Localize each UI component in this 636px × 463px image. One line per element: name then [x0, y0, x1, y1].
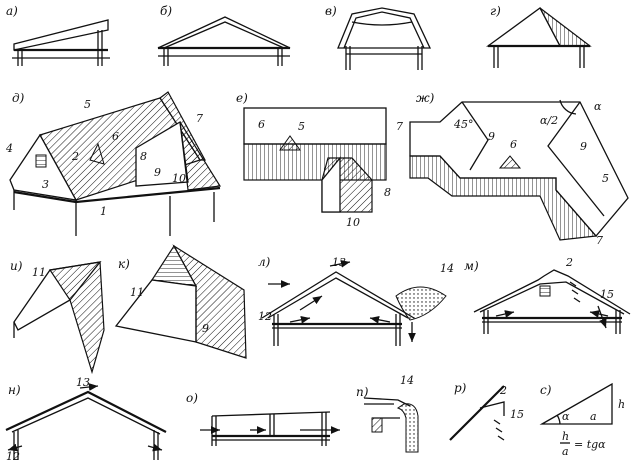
triangle-angle-label: α [562, 410, 570, 423]
callout-m-15: 15 [600, 288, 614, 301]
callout-e-6: 6 [258, 118, 265, 131]
panel-label-a: а) [6, 4, 18, 18]
panel-label-r: р) [454, 381, 467, 395]
callout-d-4: 4 [5, 142, 13, 155]
callout-k-9: 9 [202, 322, 209, 335]
panel-label-e: е) [236, 91, 248, 105]
panel-label-v: в) [325, 4, 337, 18]
panel-d-complex-roof: д) 1 2 3 4 5 6 7 8 9 10 [5, 91, 222, 236]
callout-l-12: 12 [258, 310, 272, 323]
callout-d-6: 6 [112, 130, 119, 143]
panel-r-vent-detail: р) 2 15 [449, 381, 524, 441]
panel-label-k: к) [118, 257, 130, 271]
callout-d-7: 7 [196, 112, 203, 125]
callout-r-2: 2 [499, 384, 507, 397]
panel-label-i: и) [10, 259, 23, 273]
callout-l-14: 14 [440, 262, 454, 275]
formula-denominator: a [562, 445, 569, 458]
callout-p-14: 14 [400, 374, 414, 387]
panel-label-n: н) [8, 383, 21, 397]
callout-i-11: 11 [32, 266, 46, 279]
callout-m-2: 2 [565, 256, 573, 269]
panel-v-mansard-roof: в) [325, 4, 432, 70]
callout-d-10: 10 [172, 172, 186, 185]
formula-numerator: h [562, 430, 569, 443]
callout-zh-alpha: α [594, 100, 602, 113]
callout-k-11: 11 [130, 286, 144, 299]
callout-zh-6: 6 [510, 138, 517, 151]
panel-label-l: л) [258, 255, 271, 269]
panel-e-roof-plan: е) 6 5 7 8 10 [236, 91, 403, 229]
callout-d-3: 3 [42, 178, 49, 191]
panel-m-dormer-vent: м) 2 15 [464, 256, 631, 334]
panel-label-p: п) [356, 385, 369, 399]
panel-label-m: м) [464, 259, 479, 273]
callout-zh-9a: 9 [488, 130, 495, 143]
panel-p-eaves-detail: п) 14 [356, 374, 419, 453]
callout-zh-7: 7 [596, 234, 603, 247]
callout-r-15: 15 [510, 408, 524, 421]
panel-label-o: о) [186, 391, 198, 405]
panel-a-lean-to-roof: а) [6, 4, 110, 66]
triangle-height-label: h [618, 398, 625, 411]
panel-k-half-hip: к) 11 9 [114, 244, 247, 359]
callout-l-13: 13 [332, 256, 346, 269]
callout-d-5: 5 [84, 98, 91, 111]
triangle-base-label: a [590, 410, 597, 423]
panel-label-s: с) [540, 383, 552, 397]
callout-e-10: 10 [346, 216, 360, 229]
callout-d-9: 9 [154, 166, 161, 179]
panel-s-slope-triangle: с) α a h h a = tgα [539, 382, 625, 458]
callout-n-12: 12 [6, 450, 20, 463]
panel-label-zh: ж) [416, 91, 435, 105]
callout-zh-9b: 9 [580, 140, 587, 153]
callout-d-8: 8 [140, 150, 147, 163]
callout-e-5: 5 [298, 120, 305, 133]
panel-label-d: д) [12, 91, 25, 105]
panel-o-flat-vent: о) [186, 391, 340, 446]
callout-d-1: 1 [100, 205, 107, 218]
callout-e-7: 7 [396, 120, 403, 133]
formula-rhs: = tgα [574, 438, 606, 451]
callout-zh-45: 45° [453, 118, 474, 131]
panel-l-attic-ventilation: л) 13 14 12 [258, 255, 454, 346]
panel-i-hip-end: и) 11 [10, 259, 105, 375]
callout-zh-alpha-half: α/2 [540, 114, 558, 127]
callout-zh-5: 5 [602, 172, 609, 185]
callout-n-13: 13 [76, 376, 90, 389]
panel-label-b: б) [160, 4, 172, 18]
panel-zh-complex-roof-plan: ж) 45° 9 α/2 α 6 9 5 7 [409, 91, 629, 247]
callout-e-8: 8 [384, 186, 391, 199]
callout-d-2: 2 [71, 150, 79, 163]
panel-label-g: г) [490, 4, 501, 18]
panel-g-tent-roof: г) [486, 4, 592, 68]
panel-n-ridge-vent: н) 13 12 [5, 376, 167, 463]
panel-b-gable-roof: б) [157, 4, 291, 66]
